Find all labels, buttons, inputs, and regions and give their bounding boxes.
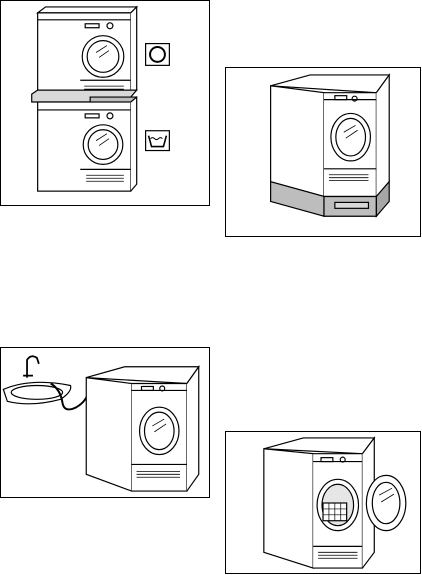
dryer-plinth-illustration — [226, 68, 420, 236]
stacked-appliances-illustration — [1, 1, 209, 205]
figure-dryer-drain-to-sink — [0, 347, 210, 498]
figure-dryer-door-open-basket — [225, 431, 421, 574]
dryer-symbol-icon — [146, 44, 170, 66]
figure-dryer-on-plinth — [225, 67, 421, 237]
figure-stacked-washer-dryer — [0, 0, 210, 206]
dryer-basket-illustration — [226, 432, 420, 573]
dryer-sink-illustration — [1, 348, 209, 497]
washing-symbol-icon — [146, 131, 170, 151]
